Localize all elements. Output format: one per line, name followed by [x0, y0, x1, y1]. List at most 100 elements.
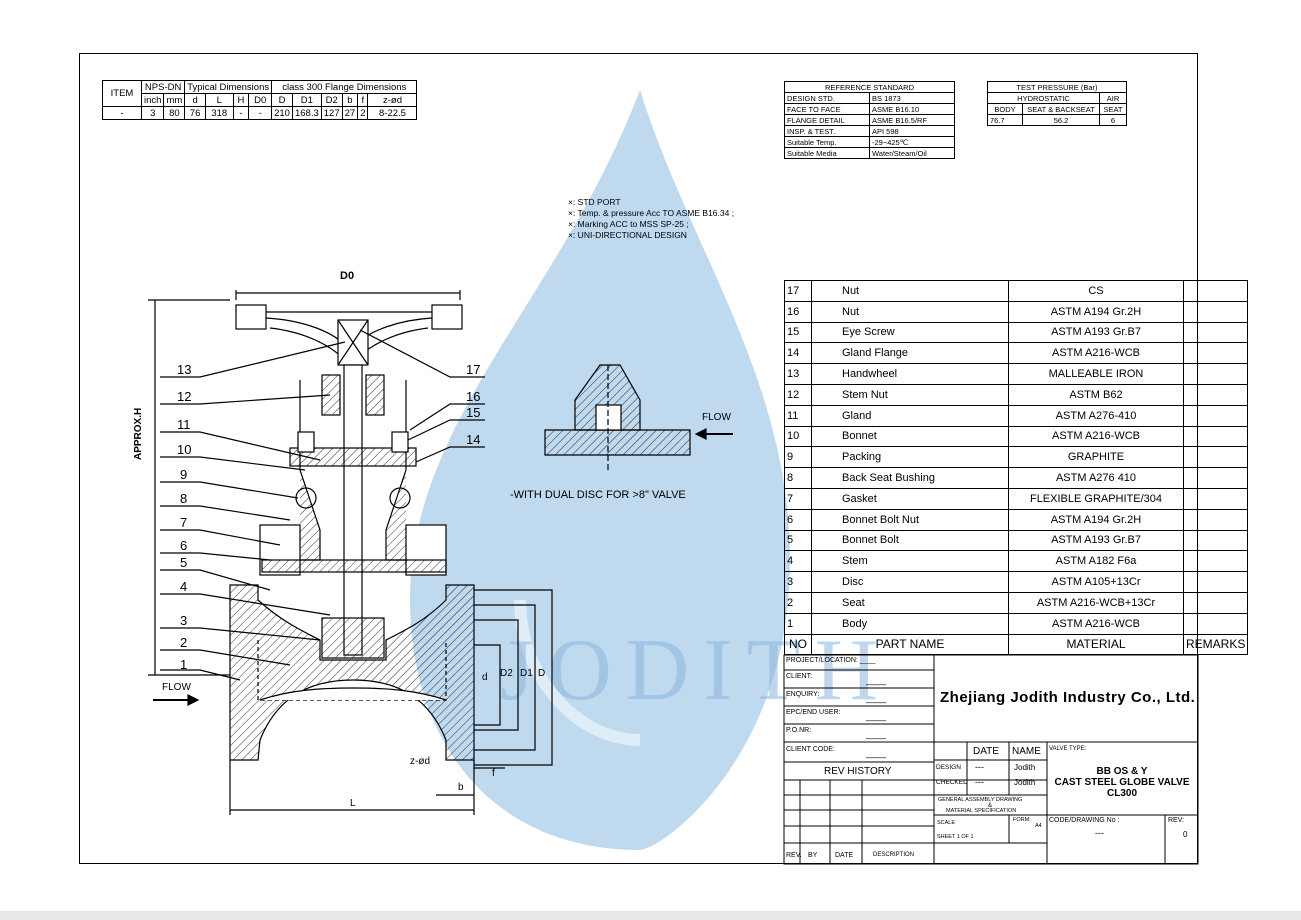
- dims-sub: D: [271, 93, 293, 107]
- label-d0: D0: [340, 270, 355, 282]
- parts-cell: 15: [784, 321, 812, 344]
- note-line: ×: Temp. & pressure Acc TO ASME B16.34 ;: [568, 208, 735, 218]
- tb-epc: EPC/END USER:: [786, 709, 841, 716]
- tb-code-label: CODE/DRAWING No :: [1049, 817, 1120, 824]
- dims-cell: 8-22.5: [367, 106, 418, 120]
- company-name: Zhejiang Jodith Industry Co., Ltd.: [940, 689, 1196, 706]
- dims-cell: -: [102, 106, 142, 120]
- refstd-val: Water/Steam/Oil: [869, 147, 955, 159]
- parts-cell: ASTM A105+13Cr: [1008, 571, 1184, 593]
- tb-client-val: ____: [866, 675, 887, 685]
- tb-mat-spec: MATERIAL SPECIFICATION: [946, 808, 1017, 814]
- dims-cell: 210: [271, 106, 293, 120]
- note-line: ×: Marking ACC to MSS SP-25 ;: [568, 219, 689, 229]
- valve-line3: CL300: [1106, 788, 1137, 799]
- dimensions-table: ITEM NPS-DN Typical Dimensions class 300…: [102, 80, 418, 120]
- callout-11: 11: [177, 417, 191, 432]
- tb-checked: CHECKED: [936, 779, 968, 786]
- callout-1: 1: [180, 657, 188, 672]
- callout-16: 16: [466, 389, 481, 404]
- tb-client: CLIENT:: [786, 673, 813, 680]
- callout-10: 10: [177, 442, 192, 457]
- tb-epc-val: ____: [866, 711, 887, 721]
- testp-val: 56.2: [1022, 114, 1100, 126]
- bottom-scrollbar[interactable]: [0, 911, 1301, 920]
- tb-scale: SCALE: [937, 820, 956, 826]
- callout-6: 6: [180, 538, 188, 553]
- tb-rev-label: REV:: [1168, 817, 1185, 824]
- label-f: f: [492, 768, 495, 779]
- label-b: b: [458, 782, 464, 793]
- callout-13: 13: [177, 362, 192, 377]
- callout-15: 15: [466, 405, 481, 420]
- tb-code-val: ---: [1095, 828, 1104, 838]
- tb-date: DATE: [835, 852, 854, 859]
- parts-cell: ASTM A276-410: [1008, 404, 1184, 427]
- valve-line1: BB OS & Y: [1096, 766, 1148, 777]
- callout-2: 2: [180, 635, 188, 650]
- tb-client-code-val: ____: [866, 748, 887, 758]
- tb-rev-val: 0: [1183, 830, 1188, 839]
- parts-header-cell: PART NAME: [811, 633, 1009, 656]
- valve-line2: CAST STEEL GLOBE VALVE: [1054, 777, 1190, 788]
- tb-enquiry-val: ____: [866, 693, 887, 703]
- dims-cell: 318: [204, 106, 234, 120]
- note-line: ×: UNI-DIRECTIONAL DESIGN: [568, 230, 687, 240]
- label-dual-disc: -WITH DUAL DISC FOR >8" VALVE: [510, 489, 686, 501]
- tb-design-name: Jodith: [1014, 763, 1036, 772]
- label-D2: D2: [500, 668, 513, 679]
- callout-3: 3: [180, 613, 188, 628]
- label-D1: D1: [520, 668, 533, 679]
- testp-val: 76.7: [987, 114, 1023, 126]
- notes-block: ×: STD PORT ×: Temp. & pressure Acc TO A…: [568, 197, 734, 241]
- tb-project: PROJECT/LOCATION: ____: [786, 657, 876, 664]
- callout-7: 7: [180, 515, 188, 530]
- tb-enquiry: ENQUIRY:: [786, 691, 820, 698]
- tb-sheet: SHEET 1 OF 1: [937, 834, 974, 840]
- tb-rev: REV.: [786, 852, 802, 859]
- reference-standard-table: REFERENCE STANDARD DESIGN STD.BS 1873 FA…: [784, 81, 955, 159]
- tb-amp: &: [988, 803, 993, 809]
- tb-date-col: DATE: [973, 746, 999, 757]
- callout-12: 12: [177, 389, 192, 404]
- tb-description: DESCRIPTION: [873, 852, 915, 858]
- dims-cell: 3: [140, 106, 165, 120]
- label-flow-left: FLOW: [162, 682, 191, 693]
- tb-design: DESIGN: [936, 764, 961, 771]
- tb-design-date: ---: [975, 762, 984, 772]
- dims-cell: -: [248, 106, 273, 120]
- valve-name-block: BB OS & Y CAST STEEL GLOBE VALVE CL300: [1047, 766, 1197, 799]
- dims-cell: 2: [357, 106, 369, 120]
- tb-form: FORM:: [1013, 817, 1031, 823]
- callout-4: 4: [180, 579, 188, 594]
- parts-header-cell: REMARKS: [1182, 633, 1249, 656]
- label-flow-right: FLOW: [702, 412, 731, 423]
- note-line: ×: STD PORT: [568, 197, 621, 207]
- label-D: D: [538, 668, 546, 679]
- dims-cell: 80: [163, 106, 186, 120]
- callout-17: 17: [466, 362, 481, 377]
- tb-name-col: NAME: [1012, 746, 1041, 757]
- tb-pono: P.O.NR:: [786, 727, 812, 734]
- label-d: d: [482, 672, 488, 683]
- parts-cell: 10: [784, 425, 812, 448]
- callout-14: 14: [466, 432, 481, 447]
- parts-cell: Bonnet Bolt Nut: [811, 508, 1009, 531]
- dims-cell: 168.3: [291, 106, 322, 120]
- testp-val: 6: [1099, 114, 1127, 126]
- callout-8: 8: [180, 491, 188, 506]
